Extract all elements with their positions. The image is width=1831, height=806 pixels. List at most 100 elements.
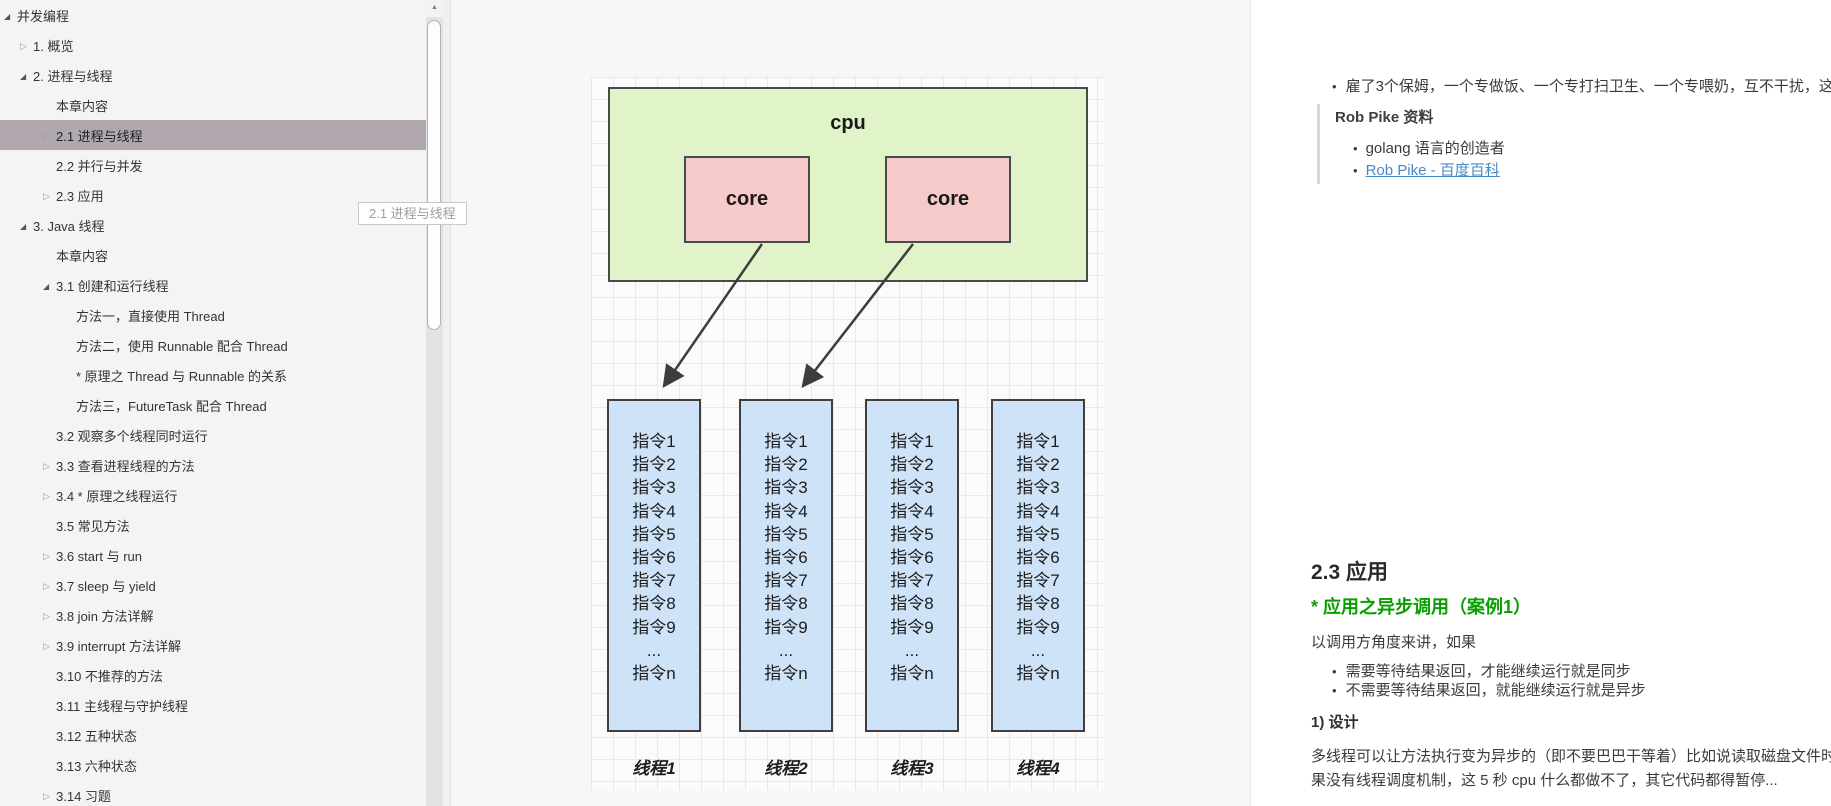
sidebar-item-label: 方法三，FutureTask 配合 Thread	[76, 398, 267, 414]
expanded-toggle-icon[interactable]	[20, 69, 33, 82]
sidebar-item[interactable]: 3.1 创建和运行线程	[0, 270, 426, 300]
subsection-heading: * 应用之异步调用（案例1）	[1311, 597, 1532, 617]
sidebar-item[interactable]: * 原理之 Thread 与 Runnable 的关系	[0, 360, 426, 390]
sidebar-item[interactable]: 3.5 常见方法	[0, 510, 426, 540]
list-item: •雇了3个保姆，一个专做饭、一个专打扫卫生、一个专喂奶，互不干扰，这时是并行	[1332, 77, 1831, 97]
collapsed-toggle-icon[interactable]	[43, 639, 56, 652]
thread-box-3: 指令1 指令2 指令3 指令4 指令5 指令6 指令7 指令8 指令9 ... …	[865, 399, 959, 732]
instruction-line: 指令6	[1016, 548, 1060, 568]
sidebar-item[interactable]: 2.2 并行与并发	[0, 150, 426, 180]
instruction-line: 指令9	[1016, 617, 1060, 637]
list-item: •需要等待结果返回，才能继续运行就是同步	[1332, 662, 1631, 681]
sidebar-item[interactable]: 3.4 * 原理之线程运行	[0, 480, 426, 510]
sidebar-scrollbar[interactable]: ▲	[426, 0, 443, 806]
collapsed-toggle-icon[interactable]	[43, 579, 56, 592]
instruction-line: 指令6	[764, 548, 808, 568]
collapsed-toggle-icon[interactable]	[43, 129, 56, 142]
instruction-line: ...	[1030, 640, 1046, 660]
sidebar-item[interactable]: 3.2 观察多个线程同时运行	[0, 420, 426, 450]
instruction-line: 指令4	[632, 501, 676, 521]
pane-gutter	[443, 0, 450, 806]
instruction-line: 指令6	[632, 548, 676, 568]
toc-sidebar: 并发编程 1. 概览 2. 进程与线程 本章内容 2.1 进程与线程 2.2 并…	[0, 0, 426, 806]
instruction-line: 指令2	[890, 455, 934, 475]
sidebar-item[interactable]: 并发编程	[0, 0, 426, 30]
sidebar-item[interactable]: 3.7 sleep 与 yield	[0, 570, 426, 600]
sidebar-item[interactable]: 3.8 join 方法详解	[0, 600, 426, 630]
sidebar-item-label: 3.11 主线程与守护线程	[56, 698, 188, 714]
collapsed-toggle-icon[interactable]	[43, 489, 56, 502]
core-box-left: core	[684, 156, 810, 243]
instruction-line: 指令4	[764, 501, 808, 521]
instruction-line: 指令7	[1016, 571, 1060, 591]
sidebar-item-label: 3.3 查看进程线程的方法	[56, 458, 195, 474]
list-item: •不需要等待结果返回，就能继续运行就是异步	[1332, 681, 1646, 700]
thread-box-4: 指令1 指令2 指令3 指令4 指令5 指令6 指令7 指令8 指令9 ... …	[991, 399, 1085, 732]
sidebar-item[interactable]: 2.3 应用	[0, 180, 426, 210]
instruction-line: 指令1	[890, 432, 934, 451]
expanded-toggle-icon[interactable]	[20, 219, 33, 232]
instruction-line: 指令8	[1016, 594, 1060, 614]
cpu-label: cpu	[830, 112, 866, 134]
sidebar-item[interactable]: 3. Java 线程	[0, 210, 426, 240]
sidebar-item-label: 3.10 不推荐的方法	[56, 668, 163, 684]
collapsed-toggle-icon[interactable]	[43, 459, 56, 472]
instruction-line: 指令1	[632, 432, 676, 451]
sidebar-item[interactable]: 3.3 查看进程线程的方法	[0, 450, 426, 480]
collapsed-toggle-icon[interactable]	[43, 189, 56, 202]
expanded-toggle-icon[interactable]	[4, 9, 17, 22]
core-box-right: core	[885, 156, 1011, 243]
sidebar-item-label: 3. Java 线程	[33, 218, 105, 234]
collapsed-toggle-icon[interactable]	[43, 789, 56, 802]
sidebar-item-label: 3.9 interrupt 方法详解	[56, 638, 181, 654]
thread-caption-3: 线程3	[890, 759, 934, 778]
instruction-line: 指令5	[764, 524, 808, 544]
sidebar-item[interactable]: 2. 进程与线程	[0, 60, 426, 90]
list-item: •golang 语言的创造者	[1335, 138, 1505, 160]
sidebar-item[interactable]: 3.10 不推荐的方法	[0, 660, 426, 690]
design-label: 1) 设计	[1311, 714, 1359, 731]
collapsed-toggle-icon[interactable]	[20, 39, 33, 52]
sidebar-item[interactable]: 3.14 习题	[0, 780, 426, 806]
instruction-line: ...	[904, 640, 920, 660]
thread-caption-2: 线程2	[764, 759, 808, 778]
instruction-line: 指令n	[1016, 664, 1060, 684]
diagram-pane: cpu core core 指令1 指令2 指令3 指令4 指令5 指令6 指令…	[450, 0, 1250, 806]
list-item: •Rob Pike - 百度百科	[1335, 160, 1505, 182]
instruction-line: ...	[778, 640, 794, 660]
sidebar-item[interactable]: 本章内容	[0, 90, 426, 120]
thread-box-2: 指令1 指令2 指令3 指令4 指令5 指令6 指令7 指令8 指令9 ... …	[739, 399, 833, 732]
sidebar-item[interactable]: 3.9 interrupt 方法详解	[0, 630, 426, 660]
sidebar-item-label: 2.1 进程与线程	[56, 128, 143, 144]
instruction-line: 指令7	[764, 571, 808, 591]
sidebar-item-label: 2. 进程与线程	[33, 68, 113, 84]
sidebar-item-label: 并发编程	[17, 8, 70, 24]
collapsed-toggle-icon[interactable]	[43, 549, 56, 562]
scrollbar-thumb[interactable]	[427, 20, 441, 330]
sidebar-item-label: 本章内容	[56, 98, 109, 114]
instruction-line: 指令2	[764, 455, 808, 475]
list-item-text: golang 语言的创造者	[1365, 140, 1505, 157]
sidebar-item-selected[interactable]: 2.1 进程与线程	[0, 120, 426, 150]
sidebar-item[interactable]: 本章内容	[0, 240, 426, 270]
scroll-up-arrow-icon[interactable]: ▲	[426, 0, 443, 17]
rob-pike-baike-link[interactable]: Rob Pike - 百度百科	[1365, 162, 1500, 179]
tree-item-tooltip: 2.1 进程与线程	[358, 202, 467, 225]
collapsed-toggle-icon[interactable]	[43, 609, 56, 622]
paragraph-line: 多线程可以让方法执行变为异步的（即不要巴巴干等着）比如说读取磁盘文件时，假设读取	[1311, 748, 1831, 765]
sidebar-item[interactable]: 3.12 五种状态	[0, 720, 426, 750]
expanded-toggle-icon[interactable]	[43, 279, 56, 292]
instruction-line: 指令9	[632, 617, 676, 637]
instruction-line: 指令n	[890, 664, 934, 684]
paragraph: 以调用方角度来讲，如果	[1311, 634, 1477, 651]
sidebar-item[interactable]: 方法二，使用 Runnable 配合 Thread	[0, 330, 426, 360]
bullet-icon: •	[1332, 79, 1337, 94]
sidebar-item[interactable]: 1. 概览	[0, 30, 426, 60]
sidebar-item[interactable]: 3.13 六种状态	[0, 750, 426, 780]
sidebar-item[interactable]: 3.6 start 与 run	[0, 540, 426, 570]
section-heading: 2.3 应用	[1311, 561, 1389, 584]
sidebar-item[interactable]: 方法一，直接使用 Thread	[0, 300, 426, 330]
sidebar-item[interactable]: 方法三，FutureTask 配合 Thread	[0, 390, 426, 420]
instruction-line: 指令9	[764, 617, 808, 637]
sidebar-item[interactable]: 3.11 主线程与守护线程	[0, 690, 426, 720]
